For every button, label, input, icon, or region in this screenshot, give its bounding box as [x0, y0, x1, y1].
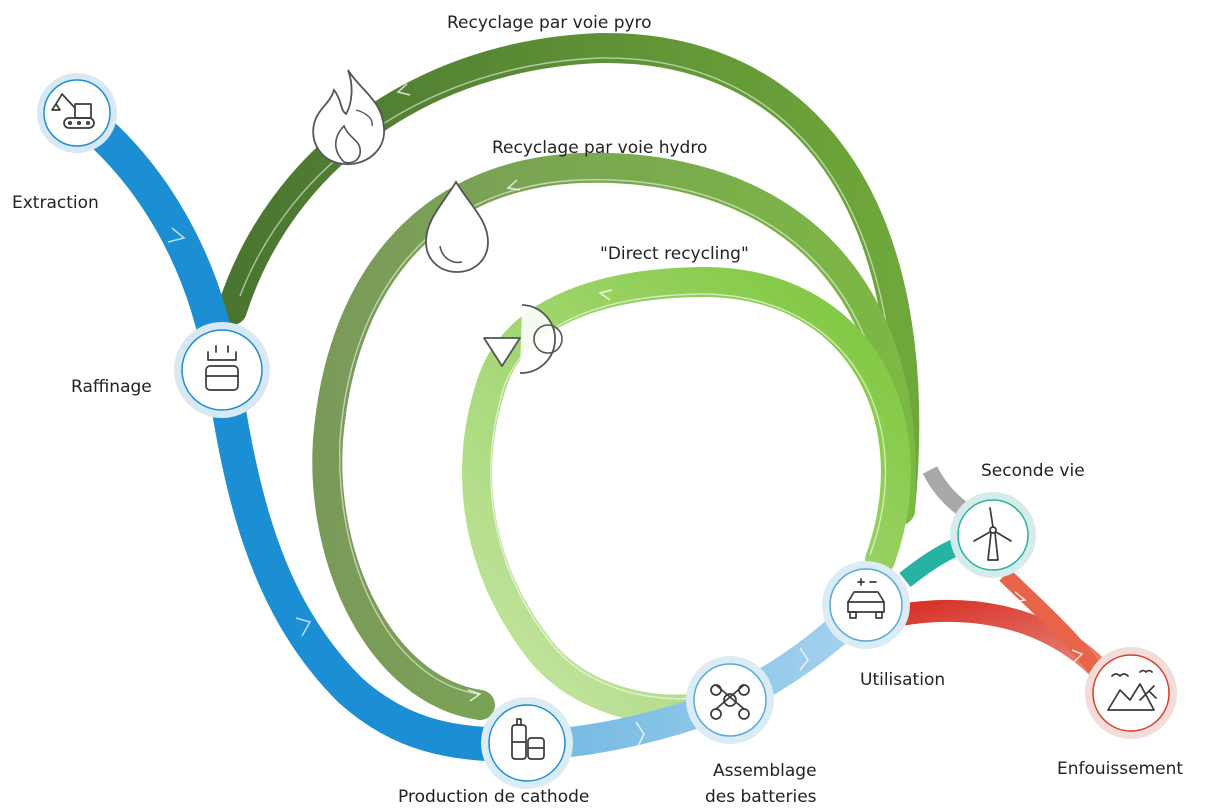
label-extraction: Extraction [12, 193, 99, 213]
wind-turbine-icon [973, 507, 1012, 561]
node-production-cathode [481, 697, 573, 789]
node-raffinage [174, 322, 270, 418]
label-hydro: Recyclage par voie hydro [492, 138, 707, 158]
label-enfouissement: Enfouissement [1057, 759, 1183, 779]
label-direct: "Direct recycling" [600, 244, 749, 264]
recycle-arrow-icon [483, 304, 563, 374]
tanks-icon [511, 718, 545, 760]
electric-car-icon [847, 578, 885, 619]
conveyor-icon [710, 684, 750, 720]
label-pyro: Recyclage par voie pyro [447, 13, 652, 33]
node-utilisation [822, 561, 910, 649]
crucible-icon [205, 345, 239, 391]
label-assemblage-line2: des batteries [705, 787, 817, 807]
label-assemblage-line1: Assemblage [713, 761, 817, 781]
label-raffinage: Raffinage [71, 377, 152, 397]
landfill-icon [1107, 669, 1157, 711]
node-seconde-vie [950, 492, 1036, 578]
excavator-icon [51, 93, 95, 129]
label-utilisation: Utilisation [860, 670, 945, 690]
node-enfouissement [1085, 647, 1177, 739]
pyro-recycling-loop [217, 32, 920, 525]
label-seconde-vie: Seconde vie [981, 461, 1085, 481]
flame-icon [312, 69, 385, 165]
node-extraction [37, 73, 117, 153]
water-drop-icon [425, 180, 489, 273]
label-production-cathode: Production de cathode [398, 787, 589, 807]
node-assemblage [686, 656, 774, 744]
